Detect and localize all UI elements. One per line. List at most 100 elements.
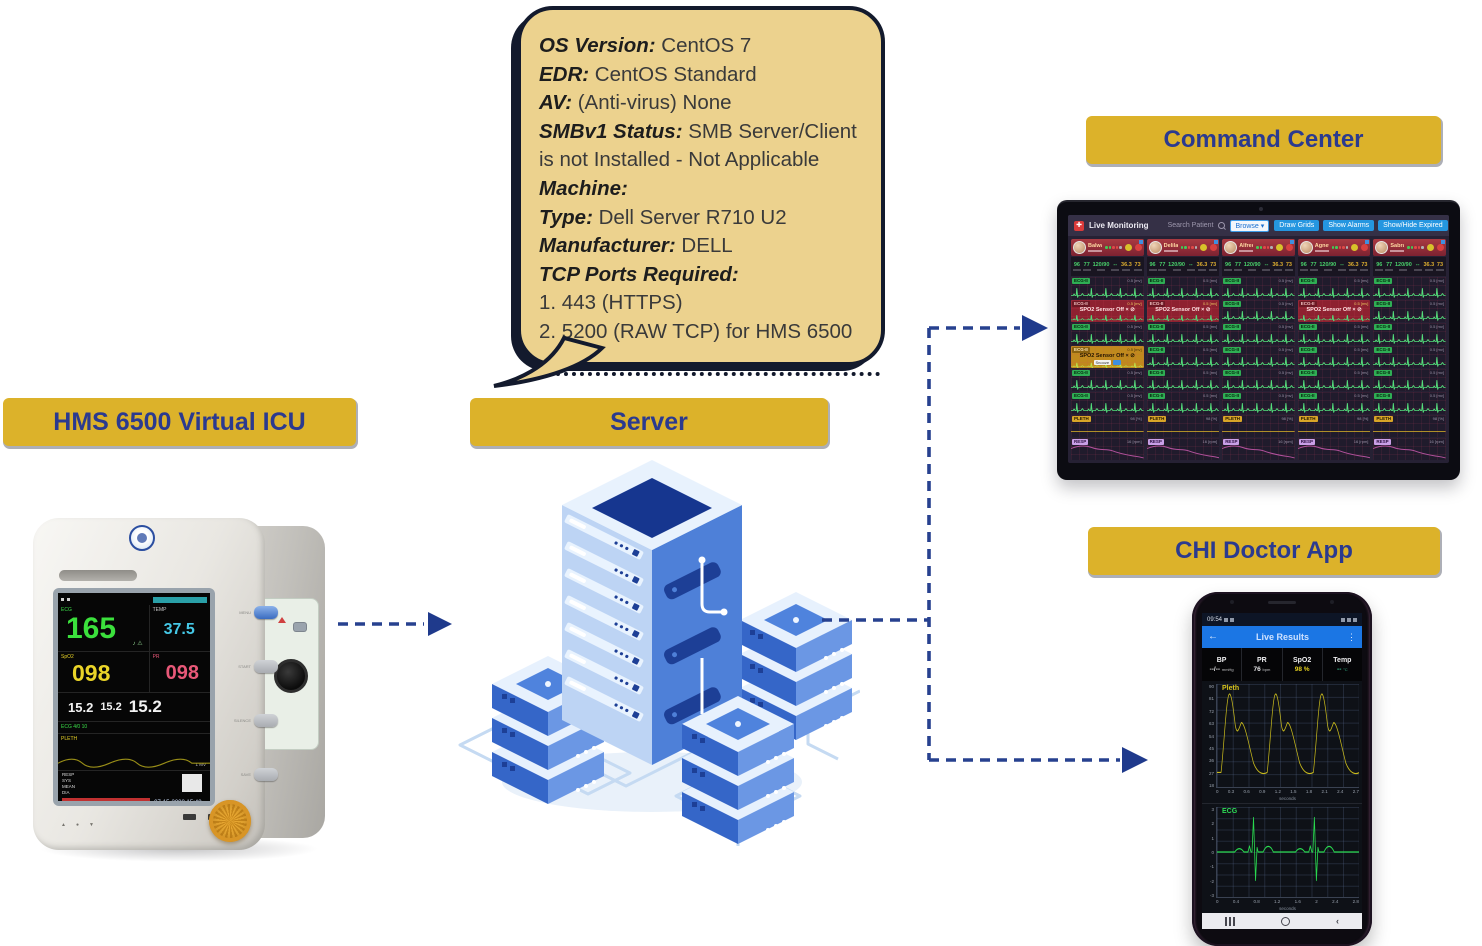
call-icon[interactable] [1200,244,1208,251]
patient-header[interactable]: Alfred Dean [1222,239,1295,256]
wifi-icon [1341,617,1345,622]
axis-tick: 2 [1315,899,1318,904]
alarm-mute-icon[interactable] [1361,244,1369,251]
call-icon[interactable] [1124,244,1132,251]
patient-header[interactable]: Delilah Bar [1146,239,1220,256]
expand-icon[interactable] [1365,240,1370,244]
vital-value: 96 [1300,262,1307,268]
axis-tick: 0 [1216,789,1219,795]
call-icon[interactable] [1426,244,1434,251]
device-button-start[interactable] [254,660,278,673]
alarm-mute-icon[interactable] [1134,244,1142,251]
axis-tick: 0.6 [1243,789,1250,795]
axis-tick: -2 [1209,878,1214,884]
nibp-params: RESP SYS MEAN DIA [58,771,210,797]
label-command-center: Command Center [1086,116,1441,164]
back-arrow-icon[interactable]: ← [1208,631,1218,642]
expand-icon[interactable] [1440,240,1445,244]
home-icon[interactable] [1281,916,1290,926]
vital-value: 120/90 [1092,262,1110,268]
alarm-red-bar [62,798,151,801]
device-button-silence[interactable] [254,714,278,727]
cc-toolbar-button[interactable]: Show Alarms [1323,220,1375,231]
patient-header[interactable]: Sabrah Cadel [1373,239,1446,256]
phone-status-bar: 09:54 [1202,613,1362,626]
patient-header[interactable]: Agnetha Bell [1297,239,1371,256]
cc-search-input[interactable]: Search Patient [1167,222,1214,229]
patient-name: Delilah Bar [1163,243,1178,249]
device-button-save[interactable] [254,768,278,781]
alarm-mute-icon[interactable] [1210,244,1218,251]
vital-value: 36.3 [1121,262,1132,268]
ecg-plot [1216,807,1359,898]
label-chi-doctor-app: CHI Doctor App [1088,527,1440,575]
call-icon[interactable] [1275,244,1283,251]
call-icon[interactable] [1351,244,1359,251]
recent-apps-icon[interactable] [1225,916,1235,926]
alarm-mute-icon[interactable] [1436,244,1444,251]
expand-icon[interactable] [1138,240,1143,244]
search-icon[interactable] [1218,222,1226,229]
device-button-menu[interactable] [254,606,278,619]
cc-toolbar-button[interactable]: Draw Grids [1274,220,1320,231]
back-icon[interactable]: ‹ [1336,915,1339,926]
cc-browse-dropdown[interactable]: Browse ▾ [1230,219,1270,232]
alarm-mute-icon[interactable] [1285,244,1293,251]
axis-tick: 90 [1208,684,1214,689]
alarm-bell-icons: ♪ ⚠ [132,641,143,647]
expand-icon[interactable] [1289,240,1294,244]
expand-icon[interactable] [1214,240,1219,244]
nibp-row: 15.2 15.2 15.2 [58,693,210,722]
vital-value: -- [1415,262,1420,268]
rotary-knob[interactable] [209,800,251,842]
device-handle [59,570,137,581]
cc-toolbar-button[interactable]: Show/Hide Expired [1378,220,1448,231]
hr-value: 165 [66,612,117,645]
arrowhead-phone [1122,747,1148,773]
overflow-menu-icon[interactable]: ⋮ [1347,631,1356,642]
patient-header[interactable]: Balwar Kaur [1071,239,1144,256]
